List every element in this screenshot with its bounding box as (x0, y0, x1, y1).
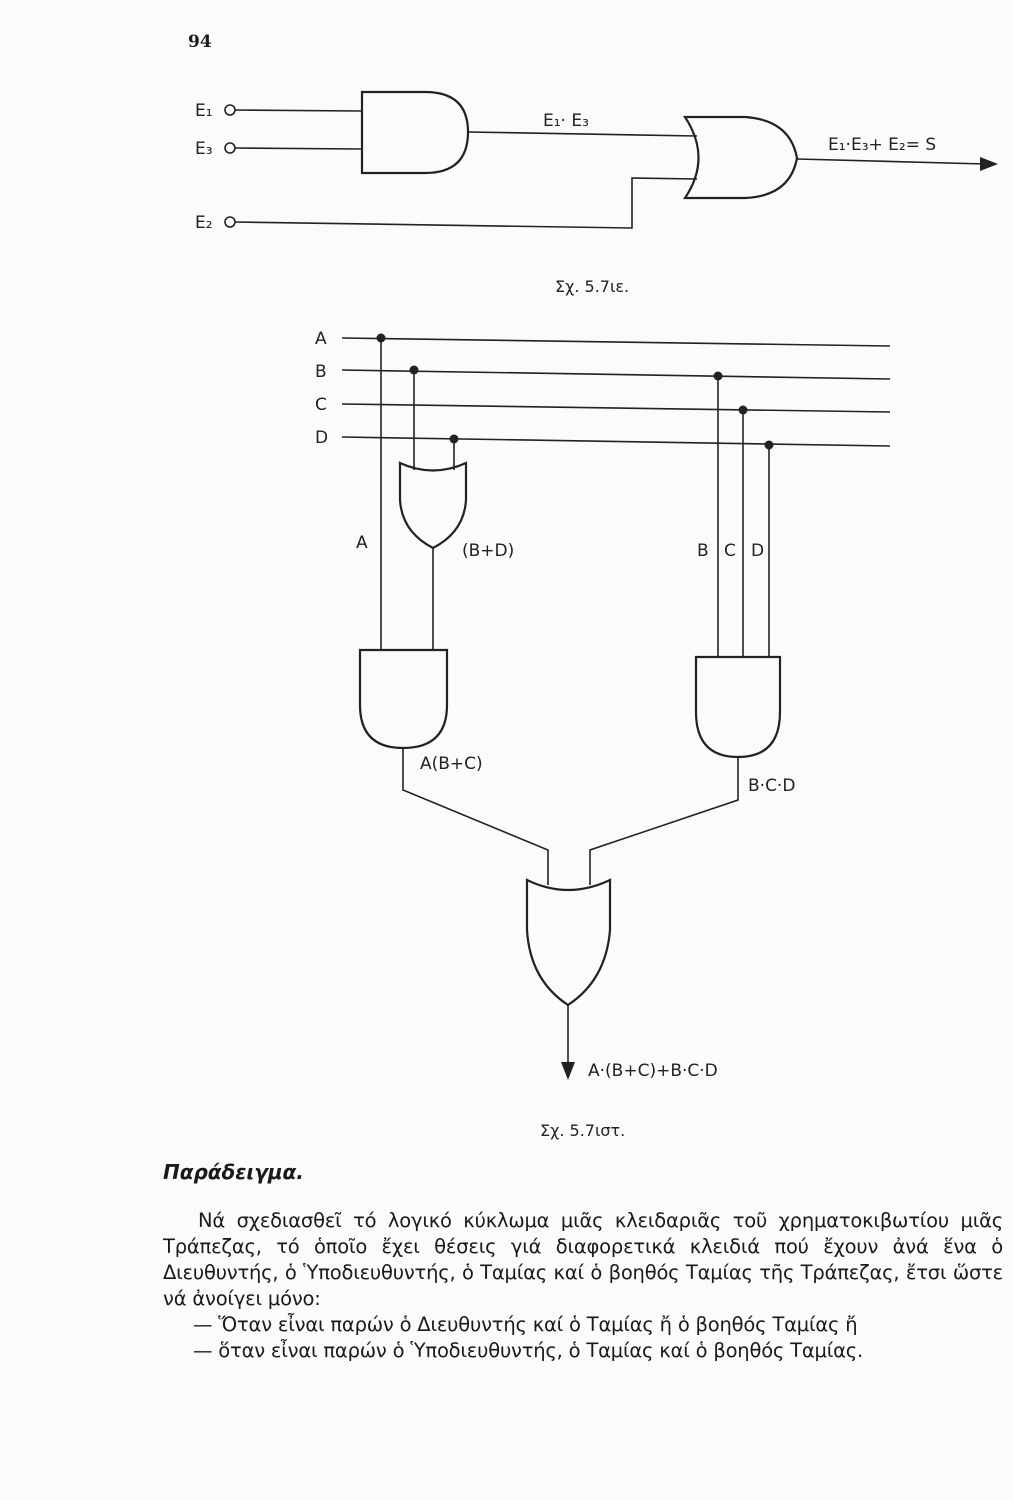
input-label-e2: E₂ (195, 213, 213, 233)
or-gate-b-plus-d (398, 461, 468, 550)
input-label-e3: E₃ (195, 139, 213, 159)
e2-wire (234, 177, 698, 229)
example-paragraph: Νά σχεδιασθεῖ τό λογικό κύκλωμα μιᾶς κλε… (163, 1209, 1003, 1310)
and-input-wires (234, 109, 363, 150)
figure-caption: Σχ. 5.7ιε. (555, 277, 629, 296)
label-a: A (356, 533, 368, 553)
or-output-wire (796, 158, 986, 165)
wires-right-and (717, 376, 770, 657)
figure-5-7ie: E₁ E₃ E₂ E₁· E₃ E₁·E₃+ E₂= S Σχ. 5.7ιε. (195, 90, 998, 296)
page-number: 94 (188, 32, 212, 52)
condition-item: — ὅταν εἶναι παρών ὁ Ὑποδιευθυντής, ὁ Τα… (193, 1339, 864, 1362)
or-gate (682, 115, 799, 200)
bus-label-a: A (315, 329, 327, 349)
or-gate-final (525, 878, 612, 1007)
bus-label-b: B (315, 362, 327, 382)
right-and-output-wire (589, 757, 739, 885)
arrow-down-icon (561, 1062, 575, 1080)
input-terminal-e3 (224, 142, 236, 154)
example-text: Νά σχεδιασθεῖ τό λογικό κύκλωμα μιᾶς κλε… (163, 1208, 1003, 1364)
label-d: D (751, 541, 764, 561)
condition-item: — Ὅταν εἶναι παρών ὁ Διευθυντής καί ὁ Τα… (193, 1313, 858, 1336)
input-terminal-e2 (224, 216, 236, 228)
label-left-and: A(B+C) (420, 754, 483, 774)
figure-caption: Σχ. 5.7ιστ. (540, 1121, 625, 1140)
and-output-wire (467, 131, 698, 137)
input-terminal-e1 (224, 104, 236, 116)
example-heading: Παράδειγμα. (163, 1160, 304, 1184)
left-and-output-wire (402, 748, 549, 885)
wires-or-bd (380, 338, 455, 650)
and-gate (360, 90, 470, 175)
or-output-label: E₁·E₃+ E₂= S (828, 135, 936, 155)
junction-dots (376, 333, 774, 450)
and-gate-left (358, 648, 449, 750)
figure-5-7ist: A B C D A (B+D) A(B+C) B C D B·C·D A·(B+… (315, 329, 891, 1140)
label-c: C (724, 541, 736, 561)
input-label-e1: E₁ (195, 101, 213, 121)
bus-label-c: C (315, 395, 327, 415)
label-b-plus-d: (B+D) (462, 541, 514, 561)
and-gate-right (694, 655, 782, 759)
arrow-icon (980, 157, 998, 171)
label-output: A·(B+C)+B·C·D (588, 1061, 718, 1081)
bus-lines (341, 337, 891, 447)
label-b: B (697, 541, 709, 561)
and-output-label: E₁· E₃ (543, 111, 589, 131)
label-right-and: B·C·D (748, 776, 795, 796)
bus-label-d: D (315, 428, 328, 448)
